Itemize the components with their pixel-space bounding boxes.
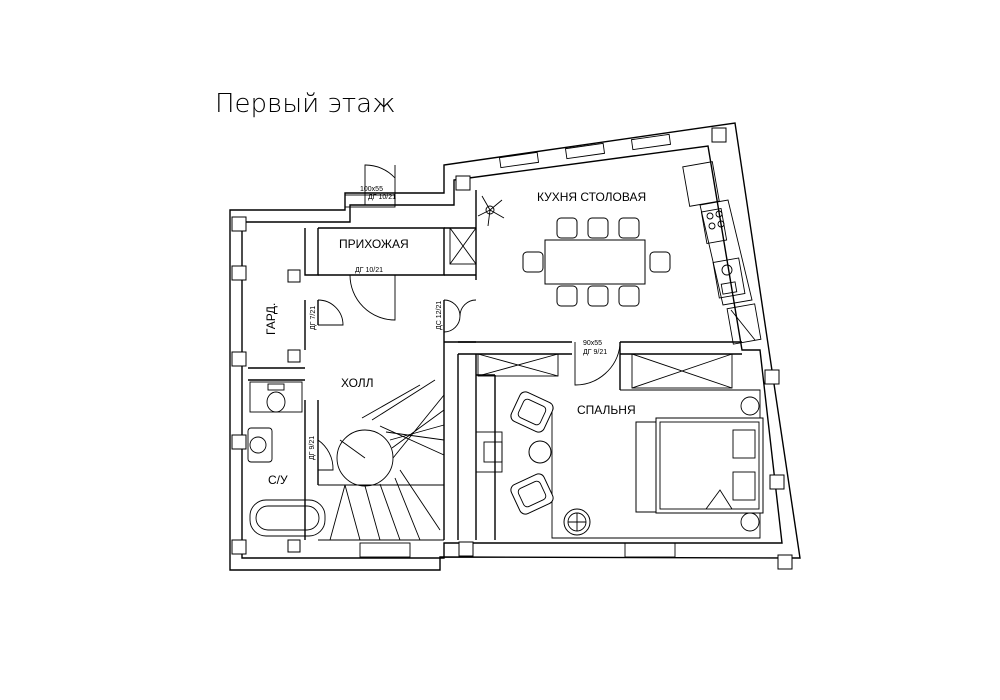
wardrobe-label: ГАРД. (264, 303, 278, 335)
entrance-label: ПРИХОЖАЯ (339, 237, 409, 251)
plant-icon (477, 195, 505, 227)
bedroom-label: СПАЛЬНЯ (577, 403, 636, 417)
entry-door-tag: ДГ 10/21 (368, 194, 396, 201)
dining-table (544, 239, 646, 285)
bathroom-label: С/У (268, 473, 288, 487)
fireplace-icon (475, 431, 503, 473)
door-swings (317, 164, 621, 471)
kitchen-dining-label: КУХНЯ СТОЛОВАЯ (537, 190, 646, 204)
kitchen-counter (699, 199, 753, 306)
bedroom-door-tag: ДГ 9/21 (583, 349, 607, 356)
round-table-icon (563, 508, 591, 536)
bathroom-door-tag: ДГ 9/21 (309, 436, 316, 460)
wardrobe-door-tag: ДГ 7/21 (310, 306, 317, 330)
hall-label: ХОЛЛ (341, 376, 374, 390)
dining-chairs (522, 217, 671, 307)
door-tags: 100х55 ДГ 10/21 ДГ 10/21 ДГ 7/21 ДС 12/2… (309, 186, 607, 460)
bathroom-fixtures (247, 381, 326, 537)
bedside-items (740, 396, 760, 532)
bed (635, 417, 764, 514)
room-labels: КУХНЯ СТОЛОВАЯ ПРИХОЖАЯ ГАРД. ХОЛЛ СПАЛЬ… (264, 190, 646, 487)
entrance-door-tag: ДГ 10/21 (355, 267, 383, 274)
bedroom-armchairs (510, 391, 554, 515)
plan-title: Первый этаж (215, 89, 396, 119)
wall-columns (231, 127, 793, 570)
windows (344, 133, 720, 558)
kitchen-door-tag: ДС 12/21 (436, 301, 443, 330)
spiral-staircase (318, 379, 445, 541)
bedroom-door-size: 90х55 (583, 340, 602, 347)
entry-door-size: 100х55 (360, 186, 383, 193)
built-in-wardrobes (449, 227, 762, 389)
